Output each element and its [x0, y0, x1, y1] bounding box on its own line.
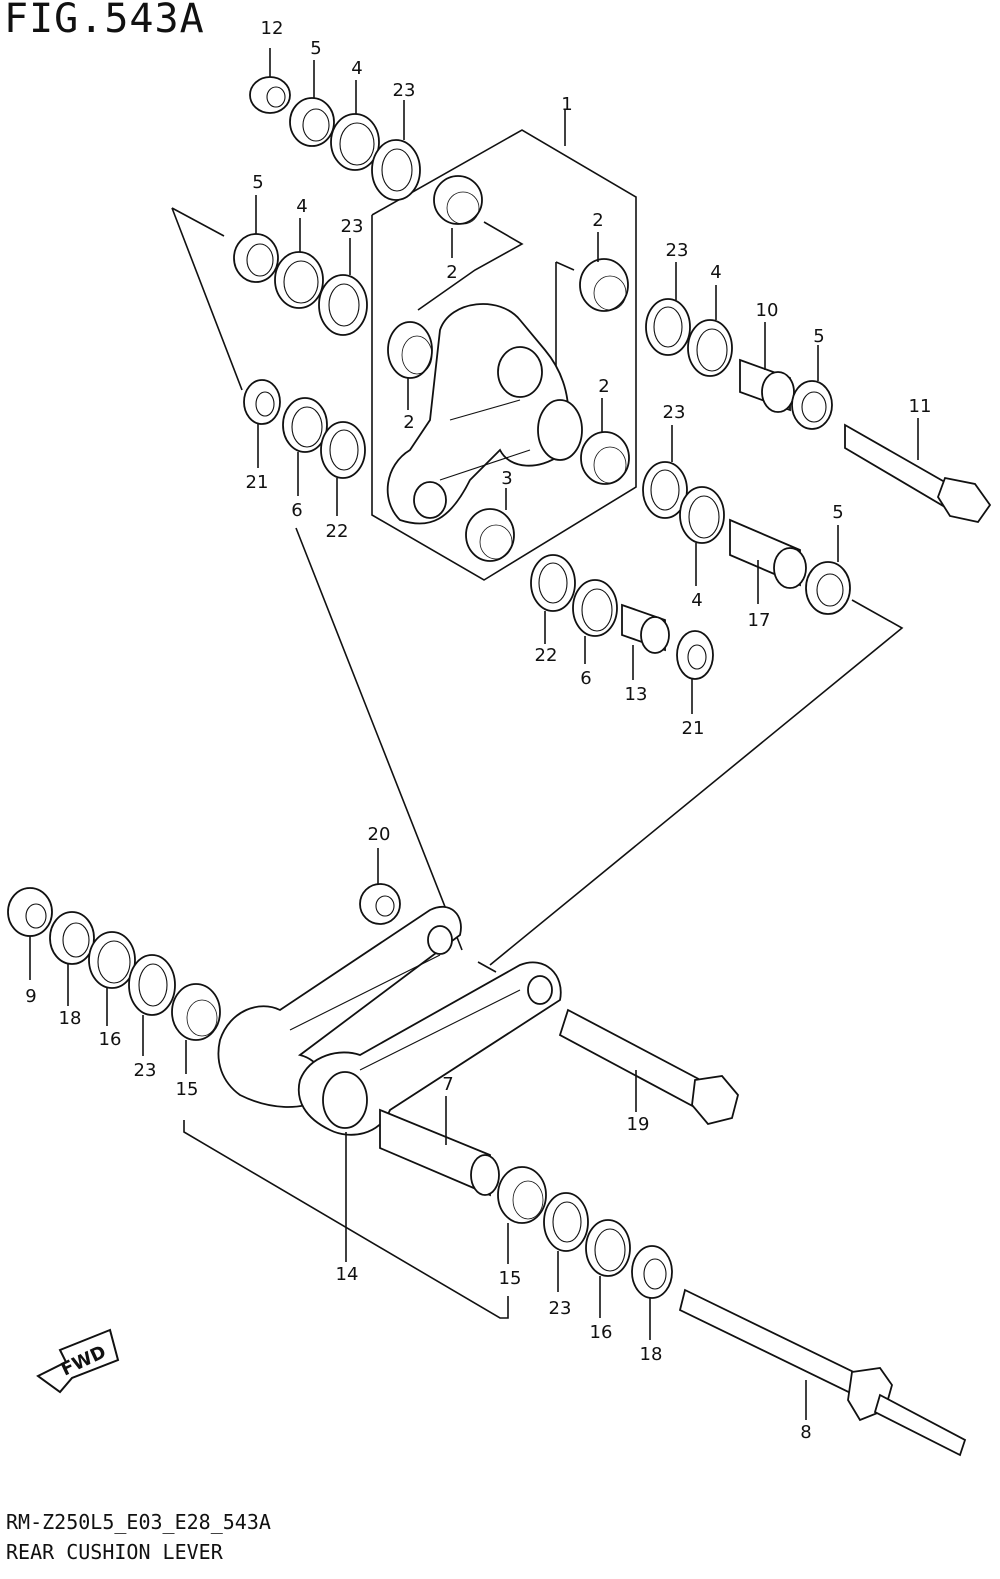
callout-23: 23: [134, 1060, 157, 1081]
callout-13: 13: [625, 684, 648, 705]
callout-12: 12: [261, 18, 284, 39]
callout-labels: 12 5 4 23 1 5 4 23 2 2 23 4 10 5 2 11 23…: [25, 18, 931, 1443]
part-9-nut: [7, 887, 53, 980]
part-2-bearing-a: [433, 175, 483, 258]
assembly-outline-lines: [171, 129, 904, 1319]
callout-22: 22: [535, 645, 558, 666]
part-15-bearing-right: [497, 1166, 547, 1264]
part-5-collar-right-b: [805, 525, 851, 615]
callout-20: 20: [368, 824, 391, 845]
callout-21: 21: [682, 718, 705, 739]
callout-18: 18: [640, 1344, 663, 1365]
callout-23: 23: [393, 80, 416, 101]
callout-2: 2: [592, 210, 603, 231]
callout-10: 10: [756, 300, 779, 321]
callout-23: 23: [663, 402, 686, 423]
callout-4: 4: [296, 196, 307, 217]
callout-5: 5: [310, 38, 321, 59]
part-2-bearing-c: [387, 321, 433, 410]
part-4-seal-left: [274, 218, 324, 309]
part-8-bolt-long: [678, 1288, 967, 1457]
callout-21: 21: [246, 472, 269, 493]
part-2-bearing-b: [579, 232, 629, 312]
callout-11: 11: [909, 396, 932, 417]
part-20-nut: [359, 848, 401, 925]
part-14-cushion-rod: [217, 905, 562, 1262]
figure-title: FIG.543A: [4, 0, 205, 42]
part-10-sleeve: [739, 322, 795, 413]
callout-2: 2: [403, 412, 414, 433]
callout-5: 5: [252, 172, 263, 193]
part-19-bolt: [558, 1008, 739, 1126]
part-4-seal-top: [330, 80, 380, 171]
fwd-arrow-icon: FWD: [36, 1328, 120, 1394]
callout-14: 14: [336, 1264, 359, 1285]
callout-18: 18: [59, 1008, 82, 1029]
part-21-collar-mid: [676, 630, 714, 714]
part-23-washer-lower-left: [128, 954, 176, 1056]
callout-16: 16: [99, 1029, 122, 1050]
callout-1: 1: [561, 94, 572, 115]
callout-8: 8: [800, 1422, 811, 1443]
part-18-collar-left: [49, 911, 95, 1006]
part-4-seal-right-b: [679, 486, 725, 586]
part-1-cushion-lever-body: [386, 110, 583, 525]
callout-4: 4: [691, 590, 702, 611]
callout-15: 15: [499, 1268, 522, 1289]
part-11-bolt: [844, 418, 992, 524]
part-23-washer-top: [371, 100, 421, 201]
part-2-bearing-d: [580, 398, 630, 485]
callout-23: 23: [341, 216, 364, 237]
part-23-washer-lower-right: [543, 1192, 589, 1292]
part-22-washer-mid: [530, 554, 576, 644]
part-4-seal-right-a: [687, 285, 733, 377]
callout-7: 7: [442, 1074, 453, 1095]
callout-9: 9: [25, 986, 36, 1007]
callout-4: 4: [710, 262, 721, 283]
callout-6: 6: [580, 668, 591, 689]
callout-5: 5: [813, 326, 824, 347]
part-6-seal-mid: [572, 579, 618, 664]
part-16-seal-left: [88, 931, 136, 1026]
section-name: REAR CUSHION LEVER: [6, 1540, 223, 1564]
callout-2: 2: [598, 376, 609, 397]
part-23-washer-right-a: [645, 262, 691, 356]
part-22-washer-left: [320, 421, 366, 516]
callout-17: 17: [748, 610, 771, 631]
part-21-collar-left: [243, 379, 281, 468]
part-18-collar-right: [631, 1245, 673, 1340]
callout-6: 6: [291, 500, 302, 521]
part-5-collar-top: [289, 60, 335, 147]
callout-23: 23: [666, 240, 689, 261]
callout-16: 16: [590, 1322, 613, 1343]
part-23-washer-right-b: [642, 425, 688, 519]
part-3-bearing: [465, 488, 515, 562]
part-13-sleeve: [621, 603, 670, 680]
model-code: RM-Z250L5_E03_E28_543A: [6, 1510, 271, 1534]
part-7-sleeve: [379, 1096, 500, 1197]
part-17-sleeve: [729, 518, 807, 604]
callout-3: 3: [501, 468, 512, 489]
callout-23: 23: [549, 1298, 572, 1319]
callout-22: 22: [326, 521, 349, 542]
part-6-seal-left: [282, 397, 328, 496]
callout-4: 4: [351, 58, 362, 79]
part-12-nut-top: [249, 48, 291, 114]
callout-2: 2: [446, 262, 457, 283]
part-23-washer-left: [318, 238, 368, 336]
callout-15: 15: [176, 1079, 199, 1100]
part-5-collar-right-a: [791, 345, 833, 430]
part-15-bearing-left: [171, 983, 221, 1074]
callout-19: 19: [627, 1114, 650, 1135]
part-5-collar-left: [233, 195, 279, 283]
callout-5: 5: [832, 502, 843, 523]
part-16-seal-right: [585, 1219, 631, 1318]
